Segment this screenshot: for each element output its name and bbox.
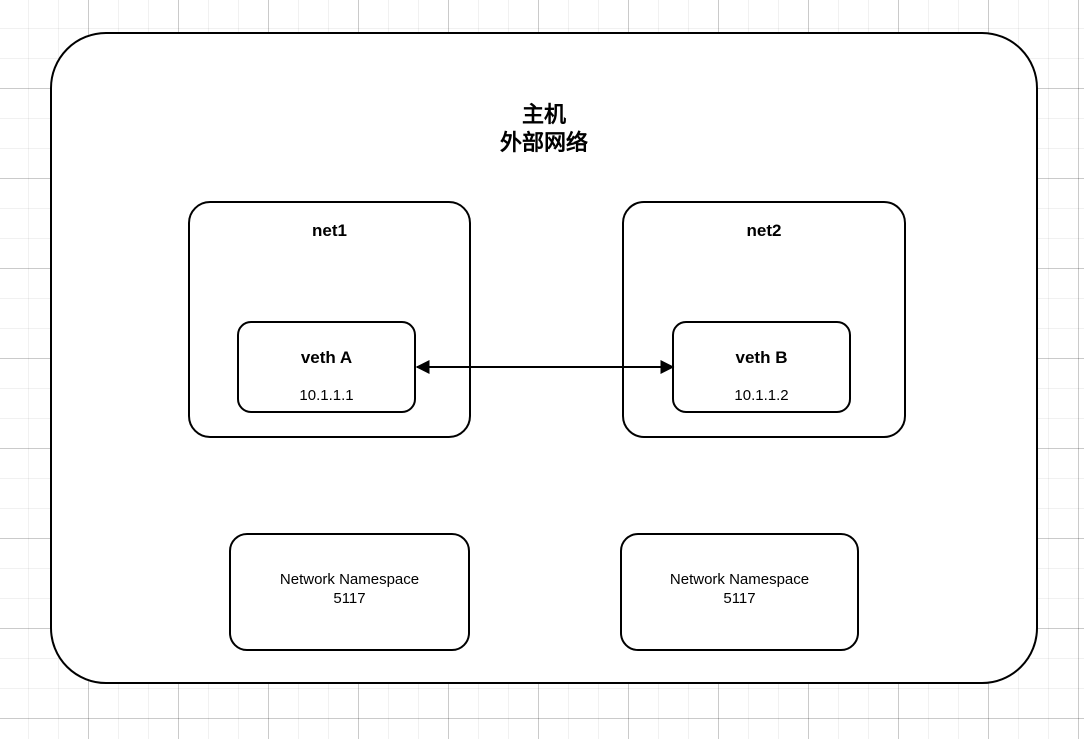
veth-a-node xyxy=(237,321,416,413)
veth-b-name-label: veth B xyxy=(735,348,788,367)
net2-container xyxy=(622,201,906,438)
namespace-left-label: Network Namespace 5117 xyxy=(279,571,420,608)
host-title: 主机 外部网络 xyxy=(499,102,588,156)
veth-a-ip-label: 10.1.1.1 xyxy=(299,387,354,404)
net1-label: net1 xyxy=(312,221,347,240)
veth-b-ip-label: 10.1.1.2 xyxy=(734,387,789,404)
namespace-right-box xyxy=(620,533,859,651)
namespace-left-box xyxy=(229,533,470,651)
net2-label: net2 xyxy=(746,221,782,240)
veth-a-name-label: veth A xyxy=(300,348,353,367)
namespace-right-label: Network Namespace 5117 xyxy=(669,571,810,608)
veth-link-arrow xyxy=(415,360,675,374)
